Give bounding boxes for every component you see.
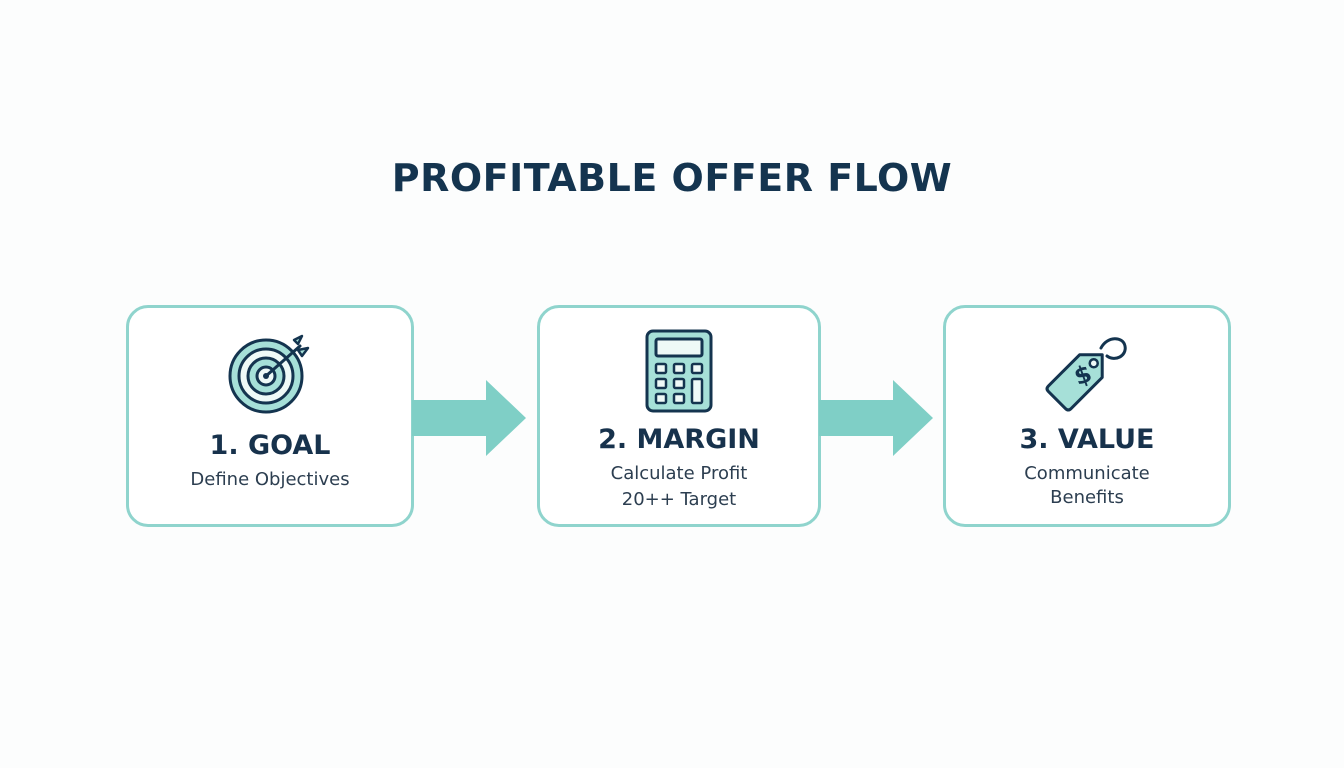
calculator-icon [645,329,713,413]
page-title: PROFITABLE OFFER FLOW [391,156,953,200]
step-heading: 3. VALUE [1019,424,1155,455]
step-heading: 1. GOAL [209,430,331,461]
step-heading: 2. MARGIN [598,424,760,455]
step-card-margin: 2. MARGIN Calculate Profit 20++ Target [537,305,821,527]
flow-arrow-2 [819,380,933,456]
step-description-line-2: Benefits [1050,487,1124,508]
step-description: Define Objectives [190,469,350,490]
price-tag-icon: $ [1045,337,1127,412]
step-description-line-2: 20++ Target [621,489,737,510]
step-description-line-1: Calculate Profit [610,463,748,484]
step-description-line-1: Communicate [1024,463,1150,484]
target-icon [228,334,310,414]
step-card-goal: 1. GOAL Define Objectives [126,305,414,527]
step-card-value: $ 3. VALUE Communicate Benefits [943,305,1231,527]
flow-arrow-1 [412,380,526,456]
